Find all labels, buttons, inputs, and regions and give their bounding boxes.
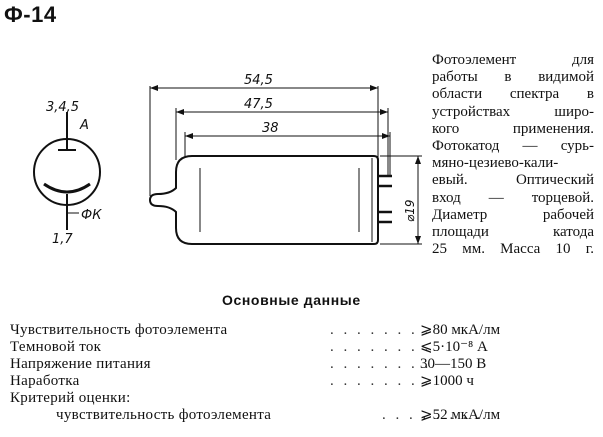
- description-line: кого применения.: [432, 120, 594, 137]
- spec-leader: . . . . . . . .: [330, 356, 432, 372]
- schematic-symbol: [33, 112, 101, 230]
- spec-row: Критерий оценки:: [10, 390, 600, 407]
- description-line: Диаметр рабочей: [432, 206, 594, 223]
- phototube-diagram: 3,4,5 А ФК 1,7 54: [33, 73, 422, 247]
- tube-outline: [148, 155, 379, 245]
- description-line: устройствах широ-: [432, 103, 594, 120]
- symbol-label-anode: А: [79, 118, 89, 133]
- specs-list: Чувствительность фотоэлемента . . . . . …: [10, 322, 600, 424]
- spec-value: ⩾52 мкА/лм: [420, 407, 501, 423]
- spec-value: ⩾80 мкА/лм: [420, 322, 501, 338]
- description-line: мяно-цезиево-кали-: [432, 155, 559, 172]
- description-line: работы в видимой: [432, 69, 594, 86]
- spec-row: Чувствительность фотоэлемента . . . . . …: [10, 322, 600, 339]
- spec-leader: . . . . . . . .: [330, 322, 432, 338]
- page-title: Ф-14: [4, 2, 57, 27]
- description-line: евый. Оптический: [432, 172, 594, 189]
- spec-row: Темновой ток . . . . . . . . ⩽5·10⁻⁸ А: [10, 339, 600, 356]
- spec-label: Критерий оценки:: [10, 390, 131, 406]
- dimension-lines: [149, 86, 422, 245]
- spec-label: Чувствительность фотоэлемента: [10, 322, 228, 338]
- spec-label: Напряжение питания: [10, 356, 151, 372]
- spec-row: Наработка . . . . . . . . ⩾1000 ч: [10, 373, 600, 390]
- section-title: Основные данные: [222, 292, 361, 308]
- tube-pins: [378, 174, 392, 224]
- dimension-arrows: [150, 85, 421, 244]
- description-line: площади катода: [432, 224, 594, 241]
- spec-value: ⩾1000 ч: [420, 373, 474, 389]
- description-line: Фотокатод — сурь-: [432, 138, 594, 155]
- dim-label-inner: 38: [262, 121, 279, 136]
- dim-label-total: 54,5: [244, 73, 273, 88]
- spec-label: чувствительность фотоэлемента: [56, 407, 272, 423]
- dim-label-diameter: ⌀19: [403, 200, 417, 223]
- spec-leader: . . . . . . . .: [382, 407, 484, 423]
- description-line: Фотоэлемент для: [432, 52, 594, 68]
- spec-label: Наработка: [10, 373, 80, 389]
- spec-leader: . . . . . . . .: [330, 373, 432, 389]
- symbol-pins-cathode: 1,7: [52, 232, 73, 247]
- spec-row: Напряжение питания . . . . . . . . 30—15…: [10, 356, 600, 373]
- symbol-pins-anode: 3,4,5: [46, 100, 79, 115]
- description-text: Фотоэлемент для работы в видимой области…: [432, 52, 594, 258]
- spec-leader: . . . . . . . .: [330, 339, 432, 355]
- tube-body: [148, 155, 379, 245]
- dim-label-middle: 47,5: [244, 97, 273, 112]
- spec-row: чувствительность фотоэлемента . . . . . …: [10, 407, 600, 424]
- description-line: области спектра в: [432, 86, 594, 103]
- symbol-label-cathode: ФК: [81, 208, 102, 223]
- spec-value: 30—150 В: [420, 356, 487, 372]
- symbol-cathode: [43, 182, 91, 194]
- spec-value: ⩽5·10⁻⁸ А: [420, 339, 488, 355]
- description-line: 25 мм. Масса 10 г.: [432, 241, 594, 258]
- description-line: вход — торцевой.: [432, 189, 594, 206]
- spec-label: Темновой ток: [10, 339, 102, 355]
